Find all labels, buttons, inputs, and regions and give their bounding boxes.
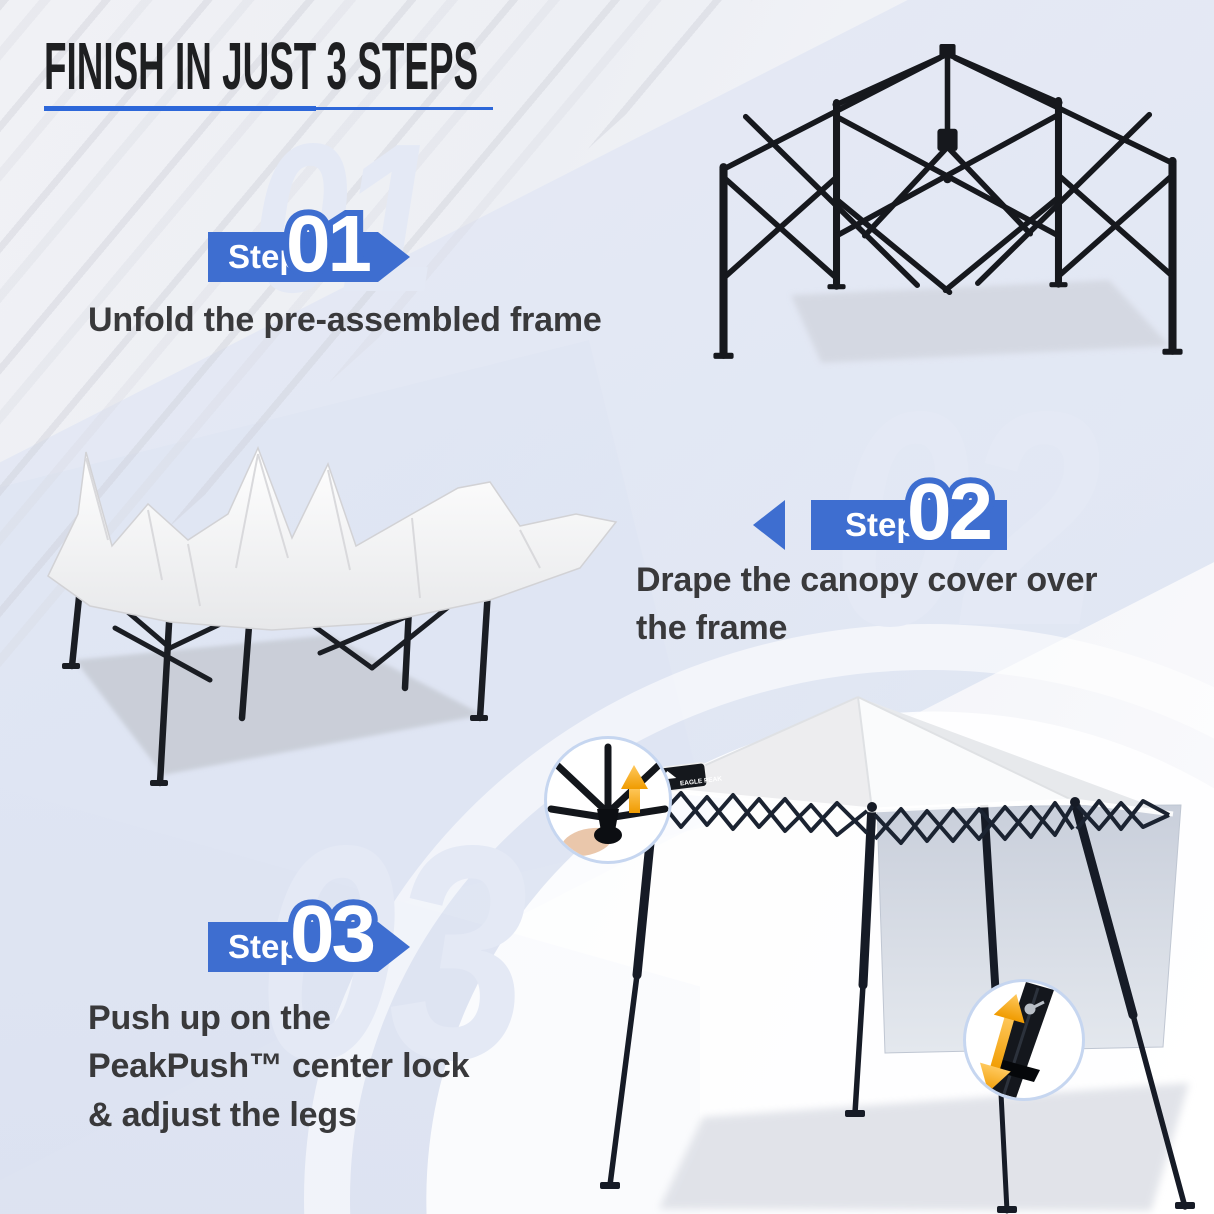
center-lock-detail <box>547 743 669 857</box>
push-up-arrow-icon <box>621 765 648 813</box>
frame-ground-shadow <box>791 280 1170 363</box>
page-title: FINISH IN JUST 3 STEPS <box>44 29 479 104</box>
leg-adjust-inset <box>963 979 1085 1101</box>
step-03-number: 03 03 <box>284 888 382 980</box>
frame-illustration <box>713 44 1183 363</box>
canopy-fabric <box>47 446 618 631</box>
step-01-arrow-icon <box>378 232 410 282</box>
hub-spokes <box>547 743 669 821</box>
leg-adjust-detail <box>980 982 1054 1098</box>
title-underline-thin <box>316 107 493 110</box>
title-underline-thick <box>44 106 316 111</box>
step-01-description: Unfold the pre-assembled frame <box>88 301 602 339</box>
step-03-arrow-icon <box>378 922 410 972</box>
step-03-description: Push up on the PeakPush™ center lock & a… <box>88 999 470 1134</box>
draped-canopy-illustration <box>47 446 618 787</box>
center-lock-inset <box>544 736 672 864</box>
step-03-label: Step <box>228 928 300 965</box>
step-02-arrow-icon <box>753 500 785 550</box>
step-02-label: Step <box>845 506 917 543</box>
lock-hub <box>594 809 622 844</box>
draped-ground-shadow <box>75 635 483 775</box>
step-02-number: 02 02 <box>901 466 999 558</box>
step-02-description: Drape the canopy cover over the frame <box>636 561 1098 648</box>
step-01-number: 01 01 <box>280 198 378 290</box>
tent-ground-shadow <box>659 1083 1189 1211</box>
assembled-tent-illustration: EAGLE PEAK <box>600 696 1195 1214</box>
